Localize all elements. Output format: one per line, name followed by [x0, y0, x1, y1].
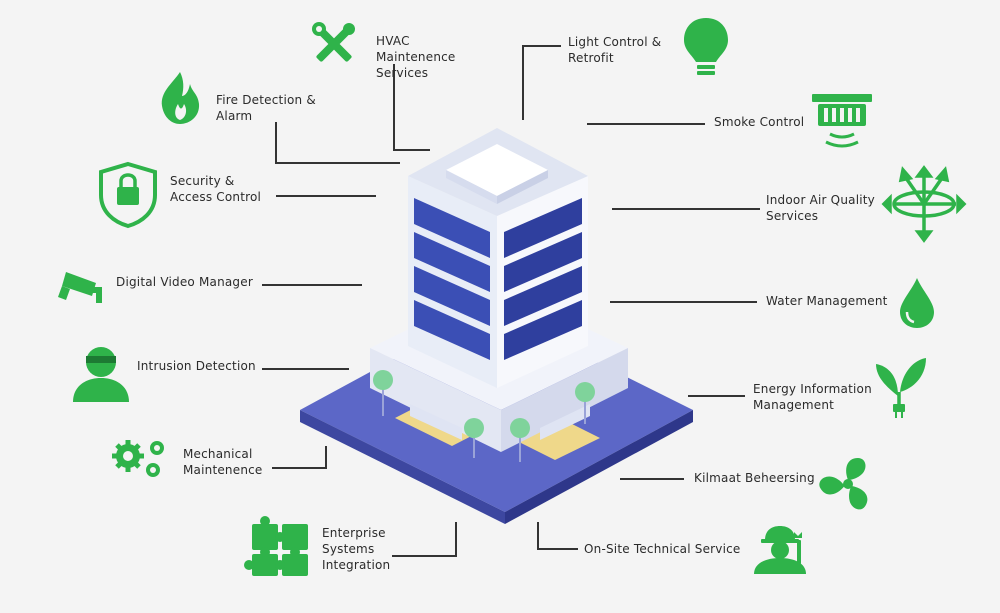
connector-onsite	[537, 522, 578, 550]
label-energy: Energy Information Management	[753, 381, 872, 413]
smoke-detector-icon	[812, 94, 872, 148]
label-energy-line1: Energy Information	[753, 382, 872, 396]
label-mechanical: Mechanical Maintenence	[183, 446, 263, 478]
label-light: Light Control & Retrofit	[568, 34, 661, 66]
label-air: Indoor Air Quality Services	[766, 192, 875, 224]
label-water-line1: Water Management	[766, 294, 888, 308]
flame-icon	[161, 72, 200, 124]
label-klimaat: Kilmaat Beheersing	[694, 470, 815, 486]
entrance-left	[410, 404, 462, 440]
technician-icon	[754, 526, 806, 574]
trees	[373, 370, 595, 462]
water-drop-icon	[900, 278, 934, 328]
connector-mechanical	[272, 446, 327, 469]
connector-lines	[262, 45, 760, 557]
label-hvac-line2: Maintenence	[376, 50, 456, 64]
windows-right	[504, 198, 582, 360]
connector-enterprise	[392, 522, 457, 557]
label-fire: Fire Detection & Alarm	[216, 92, 316, 124]
label-smoke-line1: Smoke Control	[714, 115, 805, 129]
label-air-line1: Indoor Air Quality	[766, 193, 875, 207]
ground-plate-edge-right	[505, 410, 693, 524]
air-flow-icon	[881, 165, 967, 243]
connector-hvac	[393, 64, 430, 151]
label-air-line2: Services	[766, 209, 819, 223]
roof-box-side	[446, 170, 497, 204]
building-illustration	[300, 128, 693, 524]
ground-plate-edge-left	[300, 410, 505, 524]
label-enterprise-line2: Systems	[322, 542, 375, 556]
connector-light	[522, 45, 561, 120]
burglar-icon	[73, 347, 129, 402]
label-video: Digital Video Manager	[116, 274, 253, 290]
label-hvac-line1: HVAC	[376, 34, 410, 48]
tools-icon	[312, 22, 355, 62]
label-klimaat-line1: Kilmaat Beheersing	[694, 471, 815, 485]
label-security-line2: Access Control	[170, 190, 262, 204]
label-enterprise-line1: Enterprise	[322, 526, 386, 540]
label-security-line1: Security &	[170, 174, 235, 188]
connector-fire	[275, 122, 400, 164]
gears-icon	[112, 440, 164, 477]
label-enterprise: Enterprise Systems Integration	[322, 525, 390, 573]
label-water: Water Management	[766, 293, 888, 309]
label-enterprise-line3: Integration	[322, 558, 391, 572]
shield-lock-icon	[99, 161, 157, 229]
podium-right	[501, 348, 628, 452]
label-security: Security & Access Control	[170, 173, 261, 205]
plant-plug-icon	[876, 358, 926, 418]
label-onsite-line1: On-Site Technical Service	[584, 542, 741, 556]
label-hvac-line3: Services	[376, 66, 429, 80]
windows-left	[414, 198, 490, 360]
label-fire-line2: Alarm	[216, 109, 253, 123]
label-mechanical-line1: Mechanical	[183, 447, 253, 461]
label-smoke: Smoke Control	[714, 114, 804, 130]
label-fire-line1: Fire Detection &	[216, 93, 316, 107]
lightbulb-icon	[684, 18, 728, 75]
fan-icon	[819, 458, 868, 510]
puzzle-icon	[244, 516, 308, 576]
label-light-line2: Retrofit	[568, 51, 614, 65]
label-onsite: On-Site Technical Service	[584, 541, 741, 557]
label-video-line1: Digital Video Manager	[116, 275, 253, 289]
label-energy-line2: Management	[753, 398, 835, 412]
cctv-camera-icon	[58, 272, 102, 303]
label-light-line1: Light Control &	[568, 35, 662, 49]
label-mechanical-line2: Maintenence	[183, 463, 263, 477]
label-hvac: HVAC Maintenence Services	[376, 33, 456, 81]
walkway-right	[515, 418, 600, 460]
label-intrusion-line1: Intrusion Detection	[137, 359, 256, 373]
roof-box-side-r	[497, 170, 548, 204]
label-intrusion: Intrusion Detection	[137, 358, 256, 374]
entrance-right	[540, 404, 590, 440]
